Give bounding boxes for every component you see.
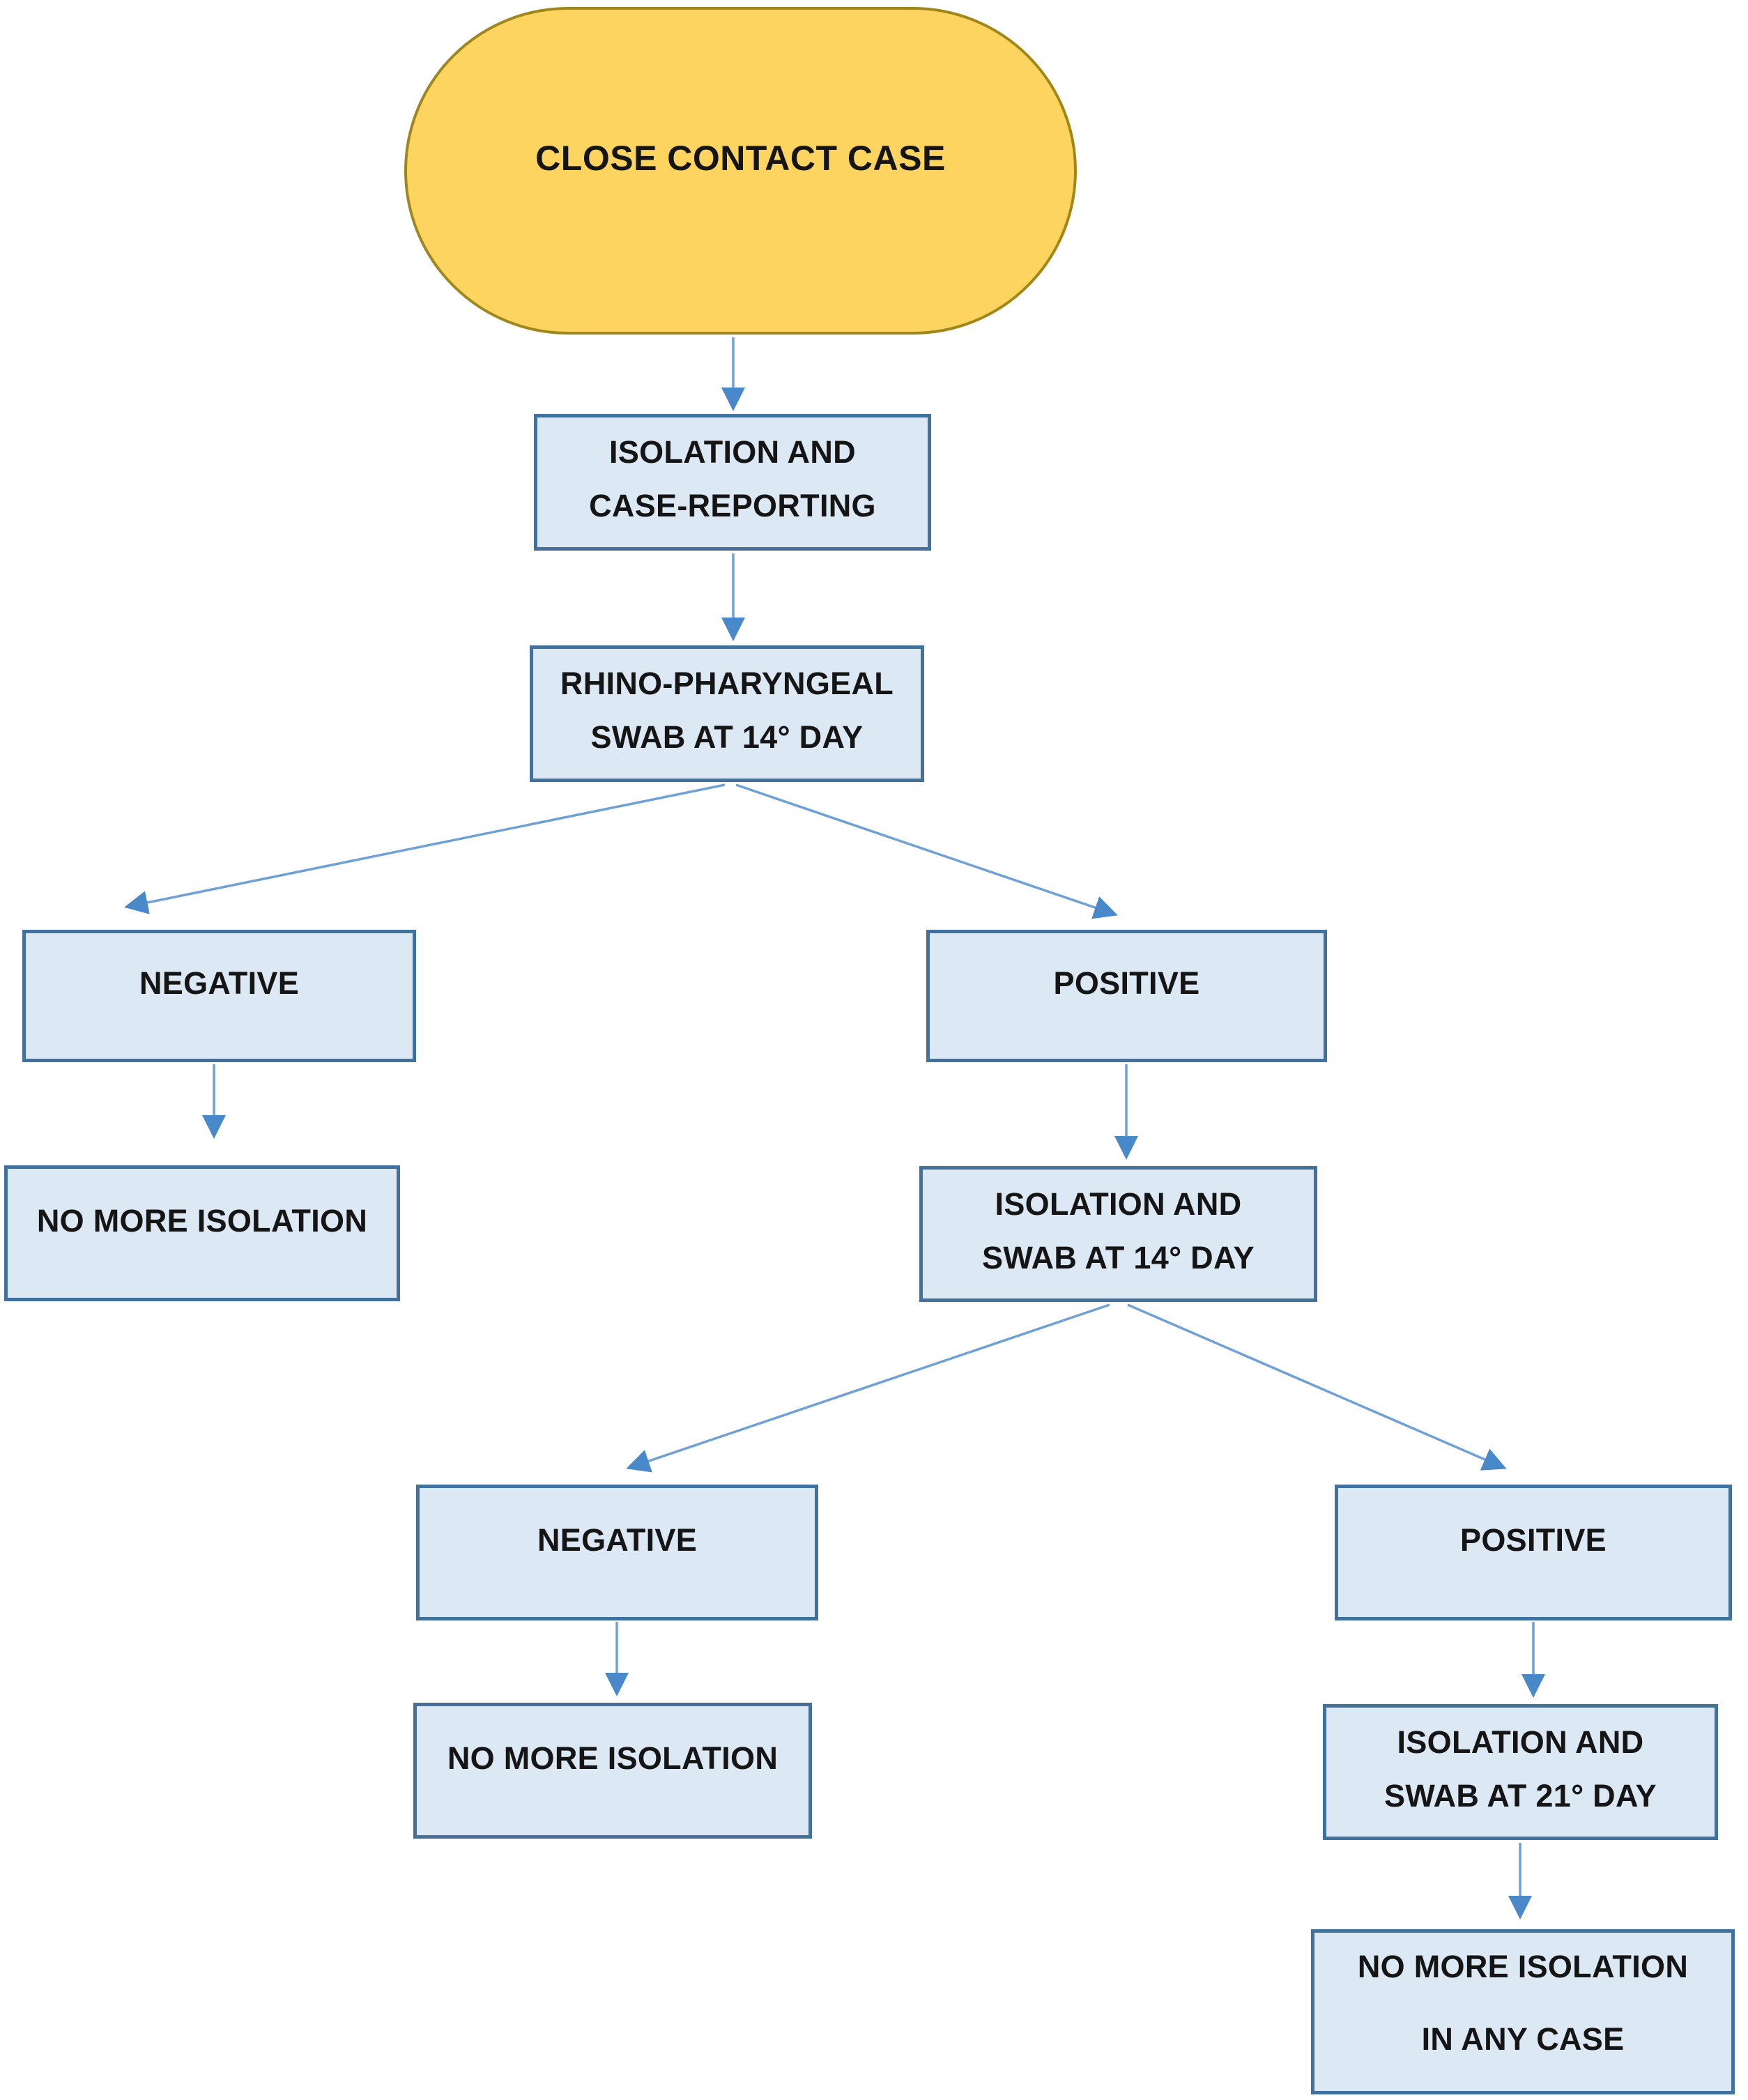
node-no-more-isolation-in-any-case: NO MORE ISOLATION IN ANY CASE xyxy=(1311,1929,1735,2094)
node-positive-1: POSITIVE xyxy=(926,930,1327,1062)
node-negative-2: NEGATIVE xyxy=(416,1485,818,1620)
node-isolation-and-swab-14-day: ISOLATION AND SWAB AT 14° DAY xyxy=(919,1166,1317,1302)
node-label-line2: IN ANY CASE xyxy=(1421,2021,1625,2057)
node-rhino-pharyngeal-swab-14-day: RHINO-PHARYNGEAL SWAB AT 14° DAY xyxy=(530,645,924,782)
node-isolation-and-case-reporting: ISOLATION AND CASE-REPORTING xyxy=(534,414,931,551)
node-positive-2: POSITIVE xyxy=(1335,1485,1732,1620)
node-label-line1: ISOLATION AND xyxy=(995,1186,1242,1222)
node-label: NEGATIVE xyxy=(537,1522,698,1558)
arrow-swab14-to-positive1 xyxy=(735,783,1118,919)
arrow-isolationswab14-to-positive2 xyxy=(1127,1303,1507,1471)
node-close-contact-case: CLOSE CONTACT CASE xyxy=(404,7,1077,335)
node-label-line1: NO MORE ISOLATION xyxy=(1357,1948,1689,1984)
node-label-line1: ISOLATION AND xyxy=(1397,1724,1644,1760)
node-label: CLOSE CONTACT CASE xyxy=(535,139,946,178)
node-label-line2: CASE-REPORTING xyxy=(589,488,876,523)
node-label-line1: RHINO-PHARYNGEAL xyxy=(560,666,894,701)
node-no-more-isolation-2: NO MORE ISOLATION xyxy=(413,1703,812,1839)
node-label-line1: ISOLATION AND xyxy=(609,434,856,470)
node-label-line2: SWAB AT 14° DAY xyxy=(590,719,864,755)
node-label-line2: SWAB AT 21° DAY xyxy=(1384,1777,1657,1814)
node-negative-1: NEGATIVE xyxy=(22,930,416,1062)
arrow-swab14-to-negative1 xyxy=(124,783,726,914)
node-isolation-and-swab-21-day: ISOLATION AND SWAB AT 21° DAY xyxy=(1323,1704,1718,1840)
node-label-line2: SWAB AT 14° DAY xyxy=(982,1239,1255,1275)
node-label: NEGATIVE xyxy=(139,965,300,1001)
node-label: POSITIVE xyxy=(1053,965,1200,1001)
node-label: NO MORE ISOLATION xyxy=(36,1202,368,1239)
node-no-more-isolation-1: NO MORE ISOLATION xyxy=(4,1165,400,1301)
node-label: NO MORE ISOLATION xyxy=(447,1740,779,1776)
arrow-isolationswab14-to-negative2 xyxy=(626,1303,1110,1473)
node-label: POSITIVE xyxy=(1460,1522,1607,1558)
